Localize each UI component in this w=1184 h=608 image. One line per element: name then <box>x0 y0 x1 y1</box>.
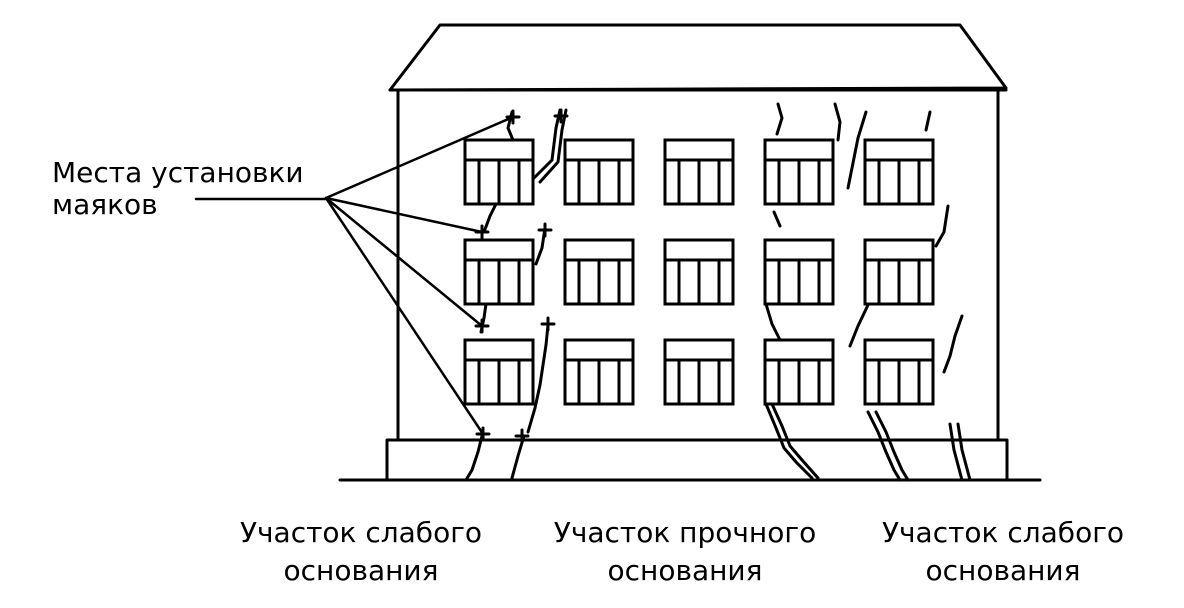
window <box>763 238 835 306</box>
zone-right-title: Участок слабого <box>881 516 1125 549</box>
zone-left-subtitle: основания <box>283 554 439 587</box>
crack <box>934 204 950 248</box>
cracks <box>464 102 972 482</box>
window <box>463 238 535 306</box>
window <box>663 138 735 206</box>
roof <box>388 23 1008 92</box>
crack <box>846 110 868 190</box>
windows <box>463 138 935 406</box>
zone-right-subtitle: основания <box>925 554 1081 587</box>
window <box>463 138 535 206</box>
beacon-marker <box>537 222 553 238</box>
crack <box>770 402 820 480</box>
window <box>563 238 635 306</box>
crack <box>866 410 902 482</box>
window <box>763 138 835 206</box>
crack <box>924 110 932 132</box>
beacon-marker <box>540 316 556 332</box>
crack <box>532 108 562 180</box>
beacon-marker <box>514 428 530 444</box>
callout-label-line2: маяков <box>52 188 158 221</box>
crack <box>942 314 964 374</box>
crack <box>956 422 972 482</box>
crack <box>772 210 782 228</box>
window <box>763 338 835 406</box>
window <box>563 338 635 406</box>
window <box>663 338 735 406</box>
crack <box>482 202 498 234</box>
crack <box>948 422 964 482</box>
zone-middle-subtitle: основания <box>607 554 763 587</box>
window <box>863 338 935 406</box>
beacon-marker <box>553 108 569 124</box>
zone-middle-title: Участок прочного <box>553 516 817 549</box>
window <box>863 238 935 306</box>
crack <box>764 302 782 342</box>
callout-label-line1: Места установки <box>52 156 304 189</box>
crack <box>833 102 842 142</box>
crack <box>848 303 870 348</box>
window <box>663 238 735 306</box>
window <box>863 138 935 206</box>
crack <box>764 402 814 480</box>
leader-lines <box>194 115 515 436</box>
crack <box>526 323 550 434</box>
window <box>563 138 635 206</box>
crack <box>538 108 568 184</box>
crack <box>874 410 910 482</box>
crack <box>464 430 485 482</box>
window <box>463 338 535 406</box>
crack <box>775 102 784 136</box>
zone-left-title: Участок слабого <box>239 516 483 549</box>
